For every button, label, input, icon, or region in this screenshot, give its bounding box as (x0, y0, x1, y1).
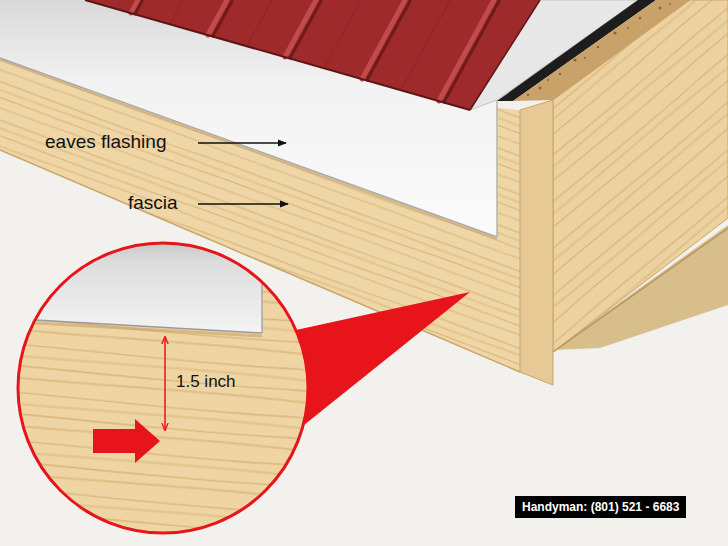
magnified-view (0, 230, 330, 546)
roof-ribs (131, 0, 499, 102)
leader-line (198, 142, 286, 144)
flashing-end (496, 100, 498, 237)
metal-roof (85, 0, 540, 110)
dimension-label: 1.5 inch (176, 372, 236, 392)
magnifier-pointer (296, 292, 470, 425)
roof-side-edge (470, 0, 540, 110)
sheathing-specks (527, 3, 671, 96)
part-label: eaves flashing (45, 131, 166, 154)
part-label: fascia (128, 192, 178, 215)
board-edge (553, 228, 728, 352)
magnifier-ring (18, 243, 308, 533)
watermark: Handyman: (801) 521 - 6683 (515, 496, 686, 518)
dimension-line (164, 337, 166, 430)
roof-edge (85, 0, 470, 110)
pointer-arrow (93, 419, 160, 463)
sheathing-edge (513, 0, 690, 101)
fascia-end (520, 100, 553, 385)
leader-line (198, 203, 288, 205)
